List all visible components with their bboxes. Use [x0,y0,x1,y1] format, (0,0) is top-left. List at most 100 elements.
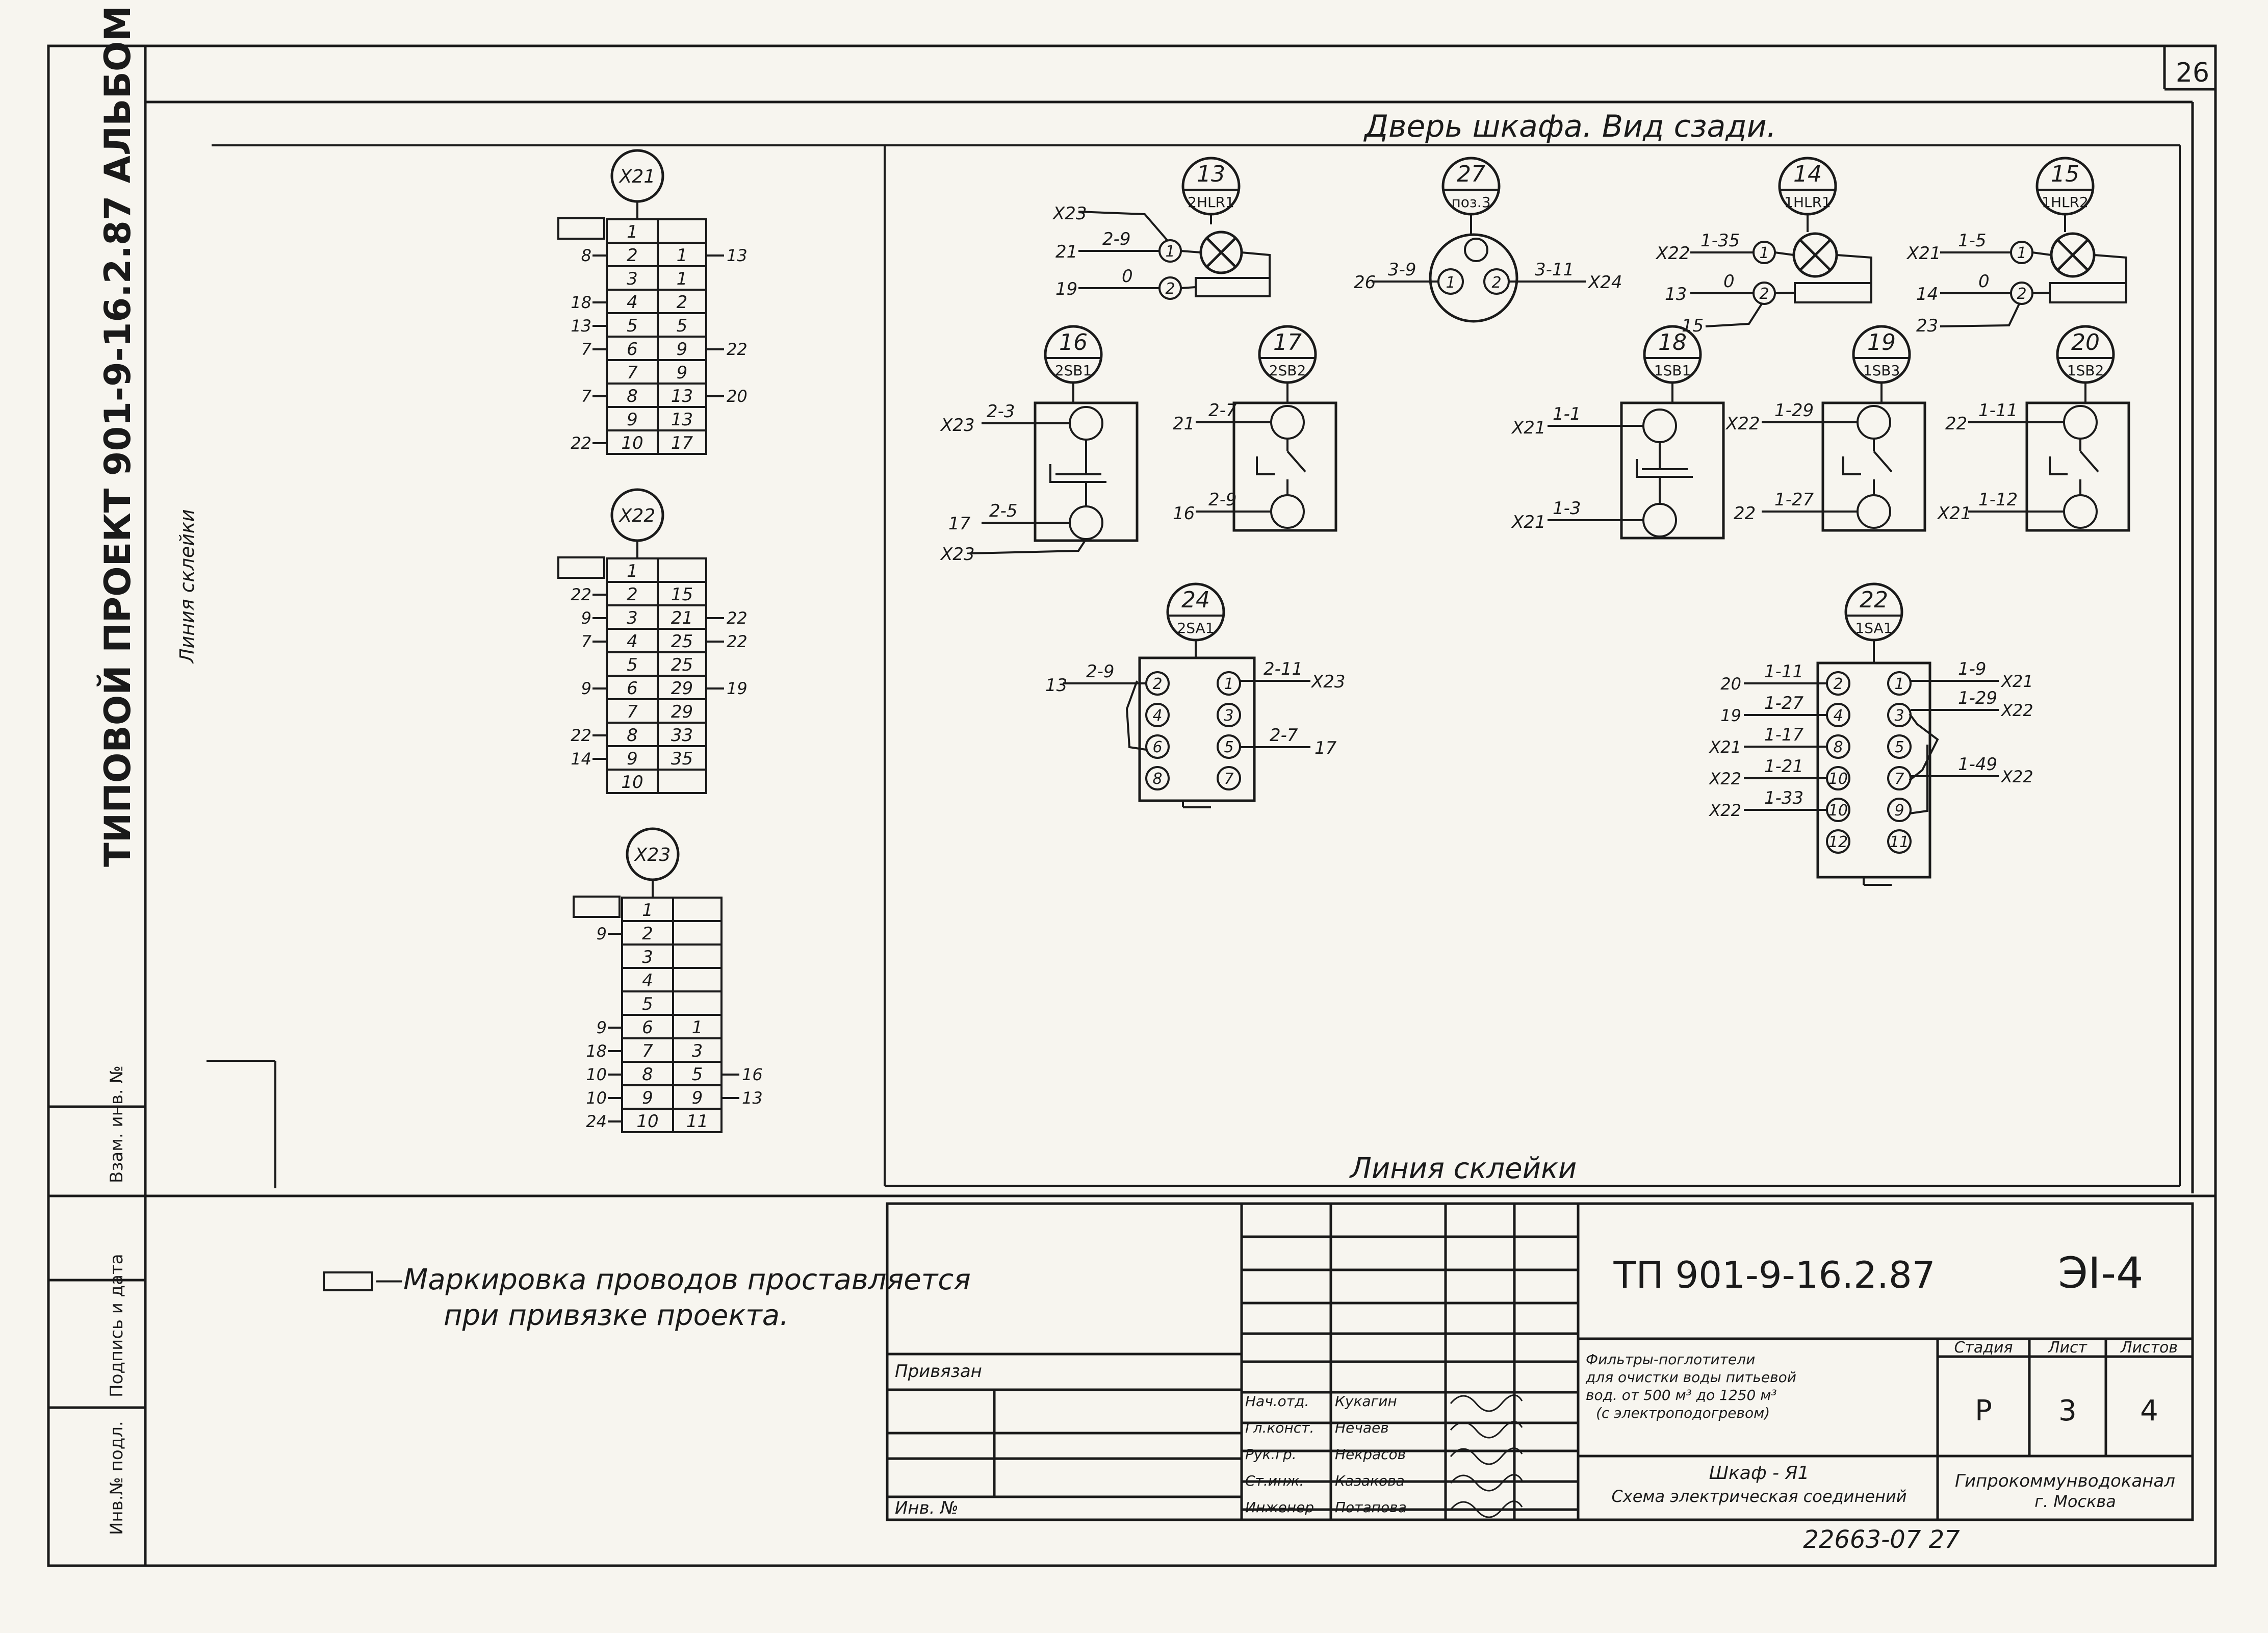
svg-text:1: 1 [1165,243,1175,261]
side-glue-label: Линия склейки [176,509,198,664]
svg-text:2-9: 2-9 [1208,490,1237,510]
terminal-cell [672,1108,723,1133]
svg-text:15: 15 [1682,316,1704,336]
side-sign-label: Подпись и дата [107,1254,127,1397]
terminal-number: 5 [627,655,638,675]
svg-text:15: 15 [2051,161,2079,187]
inv-label: Инв. № [895,1498,959,1518]
svg-text:Листов: Листов [2120,1339,2178,1357]
sheet-number: 26 [2176,58,2209,88]
terminal-right-ref: 19 [727,679,748,698]
pin-number: 12 [1828,833,1848,851]
svg-text:22: 22 [1734,503,1756,524]
terminal-left-ref: 13 [571,316,591,336]
staff-role: Рук.гр. [1245,1446,1297,1463]
pin-circle [1145,703,1170,727]
svg-text:21: 21 [1055,242,1077,262]
pin-number: 10 [1828,770,1848,788]
terminal-left-ref: 7 [581,340,592,359]
terminal-wire: 29 [671,678,693,699]
svg-text:0: 0 [1978,271,1990,292]
svg-text:18: 18 [1658,329,1687,355]
svg-text:1-11: 1-11 [1978,400,2018,421]
svg-text:вод. от 500 м³ до 1250 м³: вод. от 500 м³ до 1250 м³ [1586,1387,1777,1404]
svg-text:для очистки воды питьевой: для очистки воды питьевой [1585,1369,1796,1386]
pin-number: 8 [1833,738,1843,756]
svg-text:Стадия: Стадия [1954,1339,2013,1357]
svg-text:19: 19 [1867,329,1896,355]
terminal-left-ref: 8 [581,246,591,265]
svg-text:3-11: 3-11 [1535,260,1574,280]
terminal-right-ref: 22 [727,340,748,359]
terminal-number: 8 [627,386,638,406]
svg-text:1: 1 [1759,244,1769,262]
svg-text:X24: X24 [1587,272,1622,293]
pin-number: 8 [1152,770,1162,788]
pin-number: 7 [1224,770,1233,788]
svg-text:X22: X22 [1655,243,1690,264]
svg-text:1SB3: 1SB3 [1863,362,1900,379]
svg-text:2-3: 2-3 [987,401,1015,422]
svg-text:1SA1: 1SA1 [1855,620,1892,636]
terminal-number: 7 [627,363,638,383]
svg-text:X21: X21 [1511,418,1546,438]
terminal-right-ref: 13 [727,246,748,265]
svg-text:1-27: 1-27 [1774,490,1814,510]
staff-role: Ст.инж. [1245,1472,1304,1489]
terminal-left-ref: 7 [581,387,592,406]
svg-text:4: 4 [2140,1394,2158,1427]
device-13-lamp: 13 2HLR1 1 2 X23 2-9 21 0 19 [1052,157,1271,300]
terminal-number: 6 [627,339,638,360]
terminal-number: 8 [642,1064,653,1085]
signature-mark [1450,1447,1523,1465]
signature-mark [1450,1394,1523,1412]
terminal-number: 3 [627,608,638,628]
staff-role: Нач.отд. [1245,1393,1309,1410]
wire-label: 1-27 [1764,693,1804,713]
svg-text:1HLR2: 1HLR2 [2042,194,2089,211]
device-13-num: 13 [1197,161,1225,187]
terminal-number: 9 [642,1088,653,1108]
staff-name: Казакова [1335,1472,1405,1489]
signature-mark [1450,1500,1523,1518]
side-inv-label: Инв.№ подл. [107,1421,127,1535]
svg-text:X21: X21 [1511,512,1546,532]
terminal-cell [657,429,707,455]
wire-end: X22 [2000,701,2033,720]
pin-number: 1 [1894,675,1904,693]
attached-label: Привязан [895,1361,982,1382]
device-20-button: 20 1SB2 22 1-11 X21 1-12 [1937,325,2130,532]
svg-text:X22: X22 [1725,414,1760,434]
terminal-left-ref: 22 [571,585,591,604]
svg-text:поз.3: поз.3 [1451,194,1490,211]
terminal-cell [657,769,707,794]
terminal-number: 4 [627,292,638,313]
terminal-right-ref: 22 [727,608,748,628]
wire-label: 1-17 [1764,725,1804,745]
terminal-number: 5 [627,316,638,336]
device-14-lamp: 14 1HLR1 1 2 X22 1-35 0 13 15 [1655,157,1872,336]
device-17-button: 17 2SB2 21 2-7 16 2-9 [1173,325,1337,532]
svg-text:2SB2: 2SB2 [1269,362,1306,379]
wire-label: 1-29 [1958,688,1997,708]
terminal-number: 1 [642,900,653,921]
svg-text:27: 27 [1457,161,1485,187]
pin-circle [1826,829,1850,854]
note-text-1: —Маркировка проводов проставляется [375,1263,971,1296]
glue-line-label: Линия склейки [1349,1152,1577,1185]
terminal-left-ref: 9 [597,924,607,943]
terminal-wire: 2 [677,292,688,313]
svg-text:2-9: 2-9 [1086,661,1115,682]
wire-end: X21 [1708,737,1741,757]
svg-text:X21: X21 [1937,503,1972,524]
staff-name: Нечаев [1335,1419,1389,1436]
device-13-code: 2HLR1 [1188,194,1234,211]
svg-text:3: 3 [2058,1394,2077,1427]
svg-text:2: 2 [1165,280,1175,298]
signature-mark [1450,1474,1523,1492]
pin-number: 2 [1152,675,1162,693]
terminal-cell [672,920,723,946]
